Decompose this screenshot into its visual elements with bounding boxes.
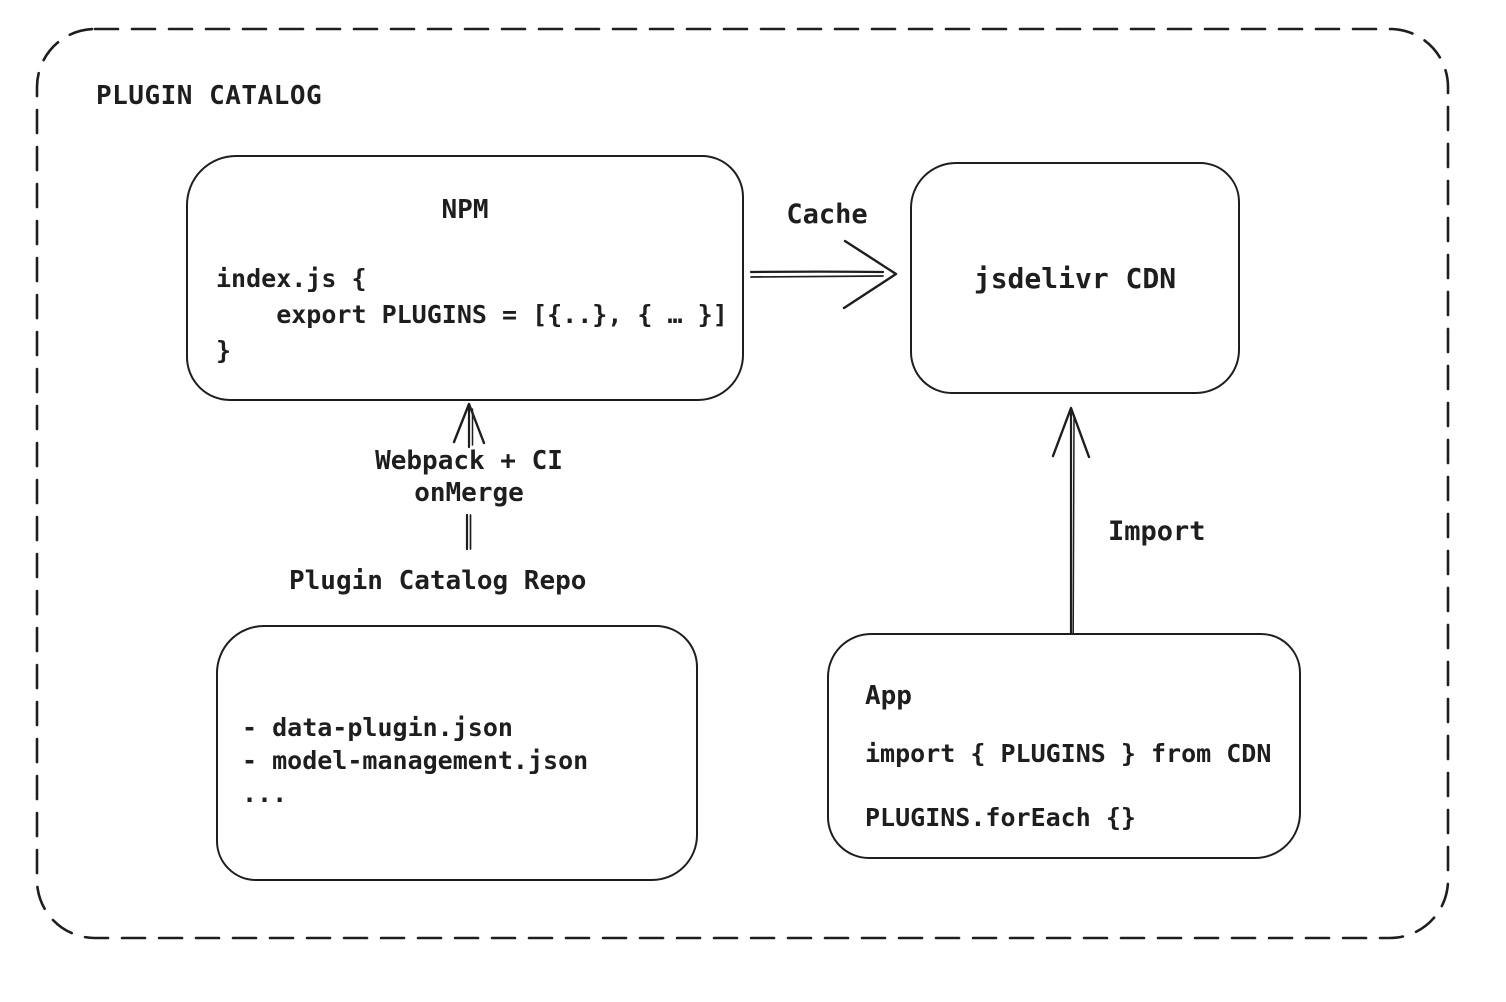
merge-arrow (452, 402, 486, 449)
cdn-label: jsdelivr CDN (973, 261, 1177, 295)
app-code-line: import { PLUGINS } from CDN (865, 739, 1272, 768)
app-title: App (865, 681, 912, 711)
npm-title: NPM (441, 195, 489, 225)
app-code-line: PLUGINS.forEach {} (865, 803, 1136, 832)
repo-node: - data-plugin.json - model-management.js… (216, 625, 698, 881)
npm-code-line: index.js { (216, 264, 367, 293)
repo-file-line: - model-management.json (242, 746, 589, 775)
repo-file-line: ... (242, 779, 288, 808)
merge-connector (465, 513, 472, 551)
cdn-node: jsdelivr CDN (910, 162, 1240, 394)
merge-arrow-label-line1: Webpack + CI (375, 446, 563, 476)
cache-arrow (749, 239, 898, 310)
import-arrow (1051, 406, 1091, 636)
repo-file-line: - data-plugin.json (242, 713, 513, 742)
cache-arrow-label: Cache (786, 199, 868, 230)
diagram-title: PLUGIN CATALOG (96, 81, 323, 111)
npm-node: NPM index.js { export PLUGINS = [{..}, {… (186, 155, 744, 401)
repo-label: Plugin Catalog Repo (289, 566, 587, 596)
npm-code-block: index.js { export PLUGINS = [{..}, { … }… (216, 261, 742, 369)
merge-arrow-label-line2: onMerge (414, 478, 524, 508)
npm-code-line: export PLUGINS = [{..}, { … }] (216, 300, 728, 329)
import-arrow-label: Import (1108, 516, 1206, 547)
npm-code-line: } (216, 336, 232, 365)
app-node: App import { PLUGINS } from CDN PLUGINS.… (827, 633, 1301, 859)
